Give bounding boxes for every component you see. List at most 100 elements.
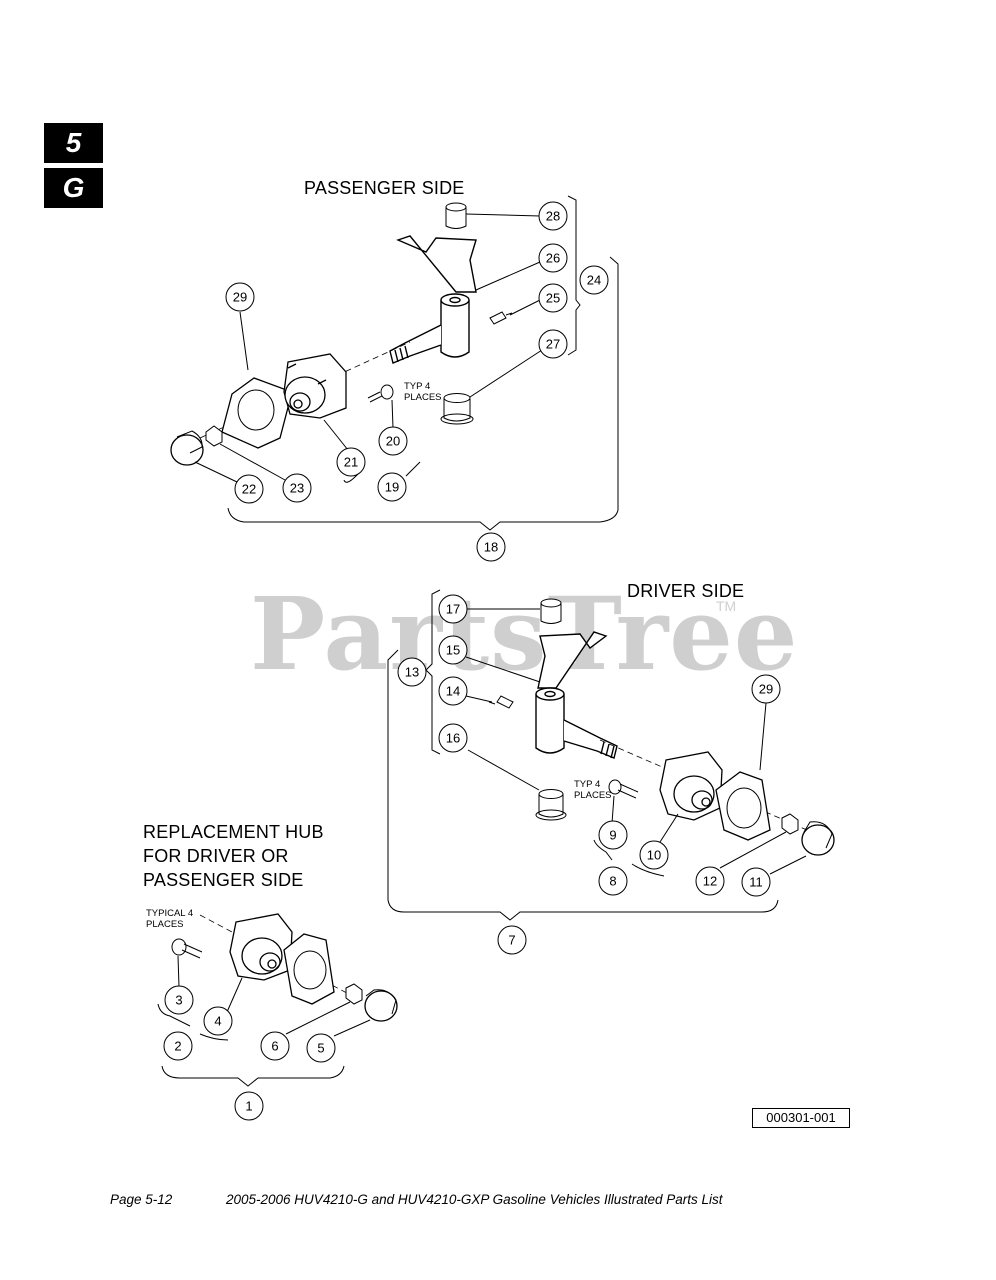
- bolt-20: [367, 391, 383, 403]
- callout-label: 5: [317, 1041, 324, 1056]
- heading-replacement-line-1: REPLACEMENT HUB: [143, 822, 324, 842]
- spindle-passenger: [389, 235, 477, 364]
- hub-passenger: [283, 353, 347, 419]
- dust-cap-driver: [801, 821, 835, 856]
- callout-5: [306, 1033, 336, 1063]
- callout-label: 29: [233, 290, 247, 305]
- callout-label: 8: [609, 874, 616, 889]
- callout-4: [203, 1006, 233, 1036]
- callout-22: [234, 474, 264, 504]
- spindle-driver: [535, 631, 618, 759]
- callout-6: [260, 1031, 290, 1061]
- callout-25: [538, 283, 568, 313]
- callout-label: 27: [546, 337, 560, 352]
- note-line: TYP 4: [404, 381, 431, 392]
- callout-18: [476, 532, 506, 562]
- callout-7: [497, 925, 527, 955]
- hub-driver: [659, 751, 723, 821]
- callout-label: 26: [546, 251, 560, 266]
- note-typ4-passenger: TYP 4 PLACES: [404, 381, 442, 403]
- callout-label: 13: [405, 665, 419, 680]
- callout-label: 28: [546, 209, 560, 224]
- bushing-bottom-driver: [535, 789, 567, 821]
- callout-label: 19: [385, 480, 399, 495]
- callout-label: 21: [344, 455, 358, 470]
- callout-label: 15: [446, 643, 460, 658]
- callout-label: 17: [446, 602, 460, 617]
- watermark-tm: TM: [716, 598, 737, 614]
- callout-11: [741, 867, 771, 897]
- callout-29-passenger: [225, 282, 255, 312]
- bushing-bottom-passenger: [440, 393, 474, 425]
- nut-passenger: [205, 425, 223, 447]
- heading-passenger-side: PASSENGER SIDE: [304, 178, 465, 198]
- callout-12: [695, 866, 725, 896]
- callout-13: [397, 657, 427, 687]
- callout-16: [438, 723, 468, 753]
- callout-20: [378, 426, 408, 456]
- watermark: PartsTree: [250, 575, 799, 693]
- bushing-top-driver: [540, 598, 562, 624]
- callout-1: [234, 1091, 264, 1121]
- nut-replacement: [345, 983, 363, 1005]
- bolt-14: [496, 695, 514, 709]
- callout-9: [598, 820, 628, 850]
- callout-label: 7: [508, 933, 515, 948]
- note-typ4-driver: TYP 4 PLACES: [574, 779, 612, 801]
- callout-14: [438, 676, 468, 706]
- callout-label: 25: [546, 291, 560, 306]
- callout-label: 6: [271, 1039, 278, 1054]
- bushing-top-passenger: [445, 202, 467, 229]
- heading-replacement-hub: REPLACEMENT HUB FOR DRIVER OR PASSENGER …: [143, 820, 324, 892]
- callout-8: [598, 866, 628, 896]
- bolt-25: [489, 311, 507, 325]
- dust-cap-replacement: [364, 989, 398, 1022]
- footer-document-title: 2005-2006 HUV4210-G and HUV4210-GXP Gaso…: [226, 1192, 723, 1207]
- bolt-3: [181, 943, 203, 959]
- hub-replacement: [229, 913, 293, 981]
- callout-label: 18: [484, 540, 498, 555]
- note-line: PLACES: [404, 392, 442, 403]
- note-line: TYP 4: [574, 779, 601, 790]
- callout-15: [438, 635, 468, 665]
- bolt-9: [617, 783, 639, 799]
- footer-page-number: Page 5-12: [110, 1192, 173, 1207]
- note-line: PLACES: [146, 919, 184, 930]
- callout-28: [538, 201, 568, 231]
- callout-29-driver: [751, 674, 781, 704]
- callout-label: 9: [609, 828, 616, 843]
- callout-10: [639, 840, 669, 870]
- nut-driver: [781, 813, 799, 835]
- heading-replacement-line-3: PASSENGER SIDE: [143, 870, 304, 890]
- callout-27: [538, 329, 568, 359]
- callout-label: 11: [749, 875, 763, 890]
- callout-label: 23: [290, 481, 304, 496]
- note-line: TYPICAL 4: [146, 908, 194, 919]
- callout-label: 22: [242, 482, 256, 497]
- callout-label: 14: [446, 684, 460, 699]
- callout-label: 3: [175, 993, 182, 1008]
- heading-replacement-line-2: FOR DRIVER OR: [143, 846, 289, 866]
- callout-23: [282, 473, 312, 503]
- callout-19: [377, 472, 407, 502]
- section-tab-number: 5: [44, 123, 103, 163]
- callout-3: [164, 985, 194, 1015]
- callout-label: 4: [214, 1014, 221, 1029]
- dust-cap-passenger: [170, 430, 204, 466]
- callout-26: [538, 243, 568, 273]
- callout-label: 10: [647, 848, 661, 863]
- note-typical4: TYPICAL 4 PLACES: [146, 908, 193, 930]
- callout-label: 29: [759, 682, 773, 697]
- callout-17: [438, 594, 468, 624]
- note-line: PLACES: [574, 790, 612, 801]
- section-tab-letter: G: [44, 168, 103, 208]
- callout-label: 12: [703, 874, 717, 889]
- callout-21: [336, 447, 366, 477]
- callout-label: 2: [174, 1039, 181, 1054]
- heading-driver-side: DRIVER SIDE: [627, 581, 745, 601]
- callout-label: 1: [245, 1099, 252, 1114]
- callout-2: [163, 1031, 193, 1061]
- callout-label: 24: [587, 273, 601, 288]
- callout-24: [579, 265, 609, 295]
